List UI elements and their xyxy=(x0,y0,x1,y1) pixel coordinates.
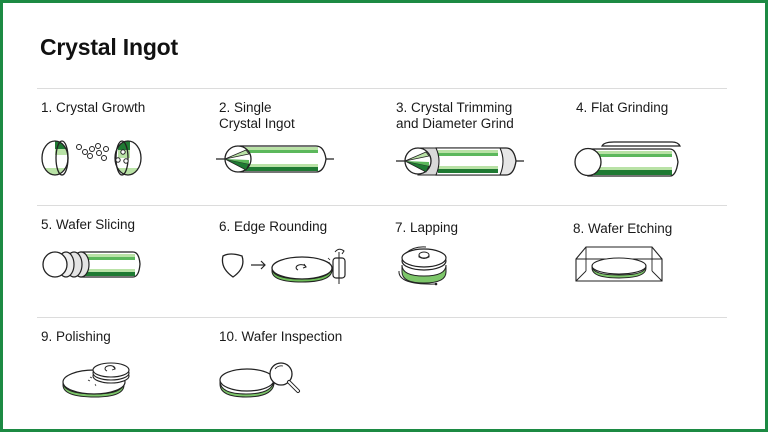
step-4: 4. Flat Grinding xyxy=(576,100,668,116)
single-crystal-ingot-icon xyxy=(216,145,334,173)
step-9: 9. Polishing xyxy=(41,329,111,345)
step-label: 5. Wafer Slicing xyxy=(41,217,136,232)
wafer-inspection-icon xyxy=(219,362,300,398)
step-2: 2. Single Crystal Ingot xyxy=(219,100,295,132)
edge-rounding-icon xyxy=(221,248,346,284)
step-5: 5. Wafer Slicing xyxy=(41,217,135,233)
divider xyxy=(37,317,727,318)
wafer-etching-icon xyxy=(575,246,663,282)
step-label: 2. Single Crystal Ingot xyxy=(219,100,295,131)
lapping-icon xyxy=(398,246,447,286)
step-label: 1. Crystal Growth xyxy=(41,100,146,115)
step-10: 10. Wafer Inspection xyxy=(219,329,342,345)
page-title: Crystal Ingot xyxy=(40,34,178,60)
divider xyxy=(37,205,727,206)
divider xyxy=(37,88,727,89)
step-6: 6. Edge Rounding xyxy=(219,219,327,235)
step-1: 1. Crystal Growth xyxy=(41,100,145,116)
crystal-trimming-icon xyxy=(396,147,524,176)
step-label: 6. Edge Rounding xyxy=(219,219,328,234)
step-label: 4. Flat Grinding xyxy=(576,100,669,115)
step-label: 8. Wafer Etching xyxy=(573,221,673,236)
polishing-icon xyxy=(62,362,130,398)
flat-grinding-icon xyxy=(574,141,681,177)
step-3: 3. Crystal Trimming and Diameter Grind xyxy=(396,100,514,132)
step-label: 3. Crystal Trimming and Diameter Grind xyxy=(396,100,514,131)
crystal-growth-icon xyxy=(41,140,142,176)
step-label: 10. Wafer Inspection xyxy=(219,329,343,344)
step-label: 7. Lapping xyxy=(395,220,459,235)
step-8: 8. Wafer Etching xyxy=(573,221,672,237)
step-label: 9. Polishing xyxy=(41,329,111,344)
wafer-slicing-icon xyxy=(42,251,141,278)
step-7: 7. Lapping xyxy=(395,220,458,236)
